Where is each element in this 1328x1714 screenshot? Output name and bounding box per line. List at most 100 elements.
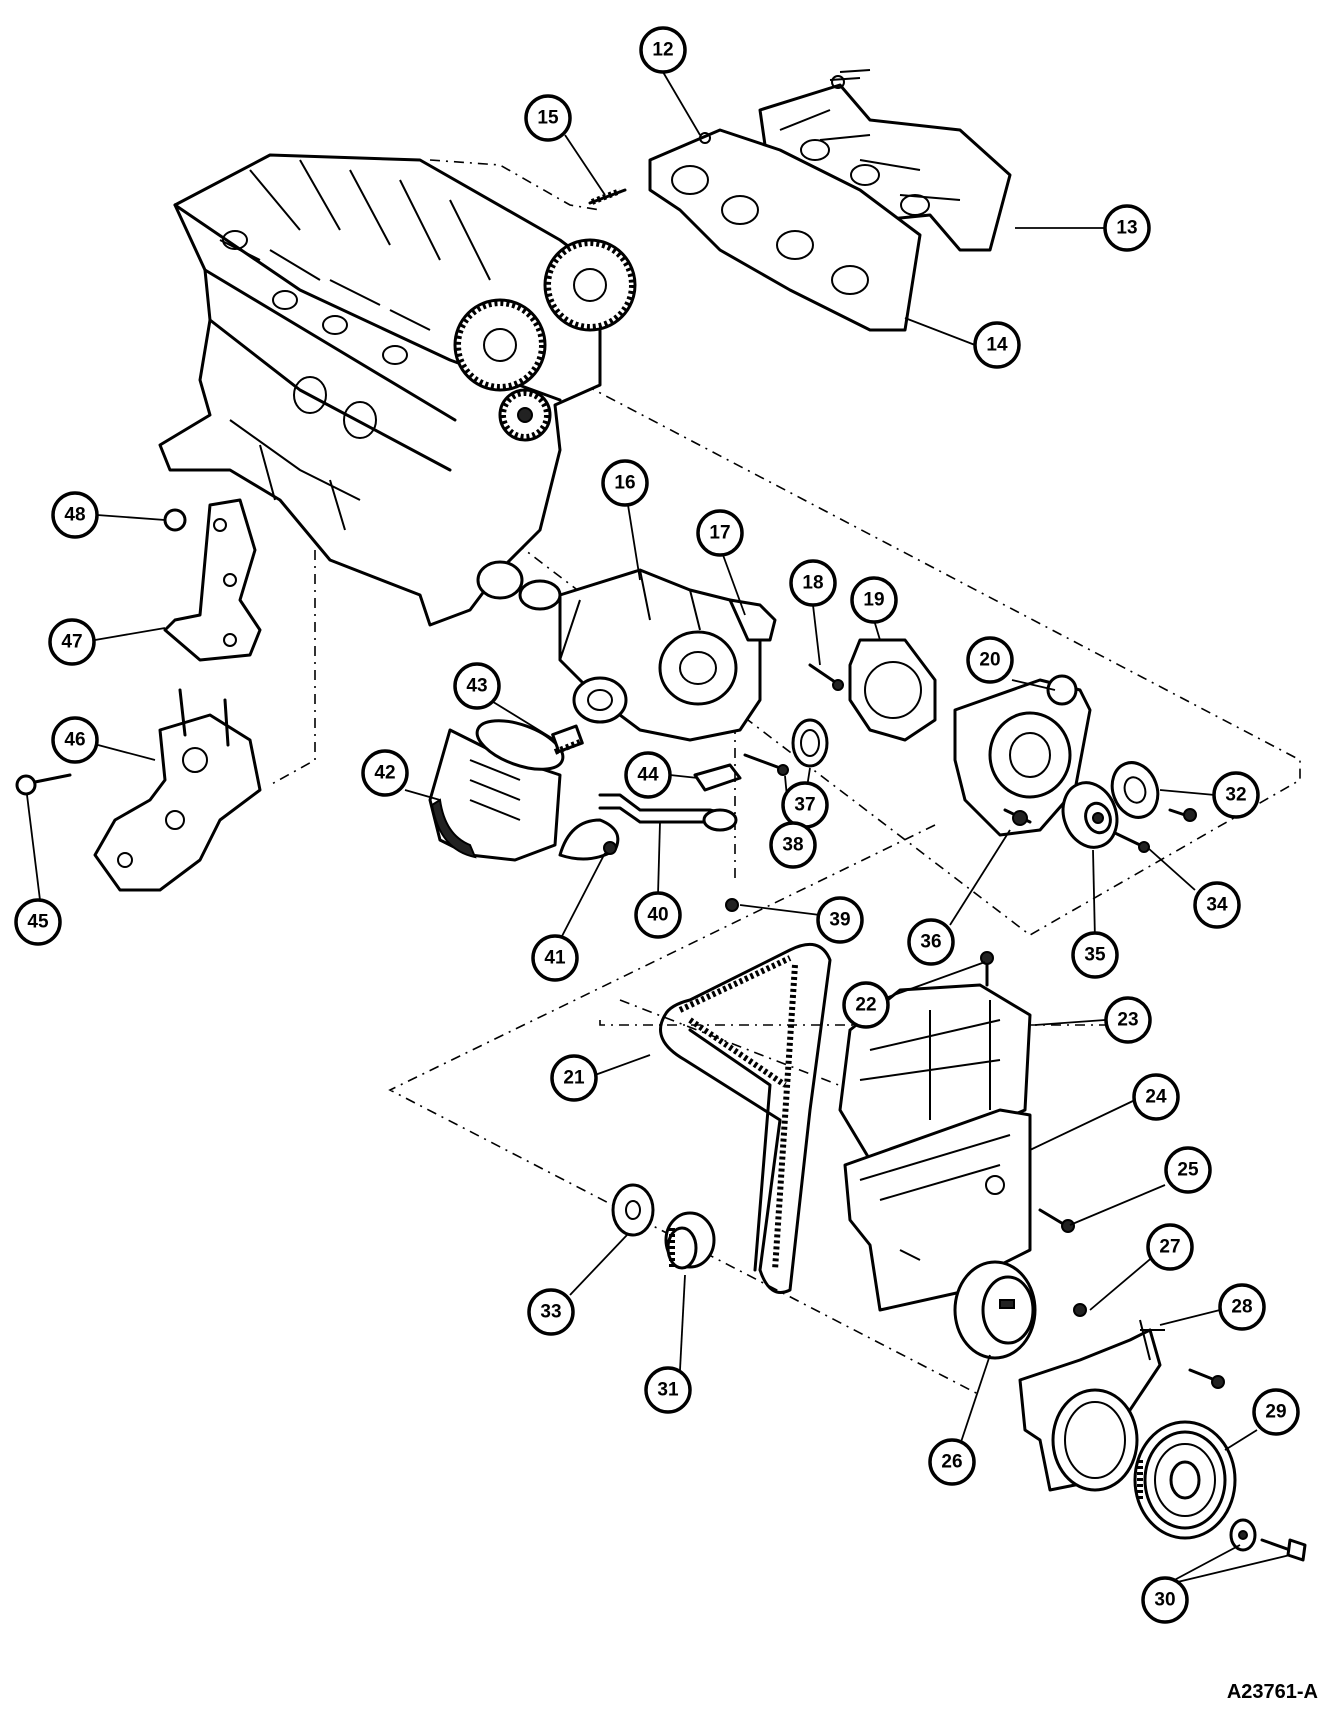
callout-40: 40 — [634, 891, 682, 939]
callout-label: 24 — [1145, 1087, 1167, 1108]
belt-guide-plate — [953, 1260, 1037, 1360]
pump-lower-bolt — [743, 753, 782, 770]
callout-label: 33 — [540, 1302, 561, 1323]
callout-18: 18 — [789, 559, 837, 607]
callout-label: 36 — [920, 932, 941, 953]
callout-label: 18 — [802, 573, 823, 594]
callout-30: 30 — [1141, 1576, 1189, 1624]
tensioner-bolt-head — [1138, 841, 1150, 853]
callout-label: 48 — [64, 505, 85, 526]
callout-label: 42 — [374, 763, 395, 784]
pump-bolt-head — [832, 679, 844, 691]
callout-label: 20 — [979, 650, 1000, 671]
callout-42: 42 — [361, 749, 409, 797]
crank-washer — [611, 1183, 655, 1237]
oil-filter-adapter — [551, 724, 584, 755]
mount-bolt — [28, 773, 72, 785]
idler-bolt-head — [1183, 808, 1197, 822]
callout-label: 17 — [709, 523, 730, 544]
water-pump — [953, 674, 1092, 837]
oil-filter — [428, 719, 565, 862]
callout-label: 23 — [1117, 1010, 1138, 1031]
callout-label: 41 — [544, 948, 566, 969]
pulley-bolt-and-washer — [1229, 1518, 1307, 1562]
callout-22: 22 — [842, 981, 890, 1029]
callout-label: 44 — [637, 765, 659, 786]
callout-27: 27 — [1146, 1223, 1194, 1271]
tensioner-pulley — [1061, 781, 1119, 849]
crank-seal-inner — [800, 729, 820, 757]
cover-bolt-22-head — [980, 951, 994, 965]
crankshaft-pulley — [1133, 1420, 1237, 1540]
callout-43: 43 — [453, 662, 501, 710]
cover-bolt-25 — [1038, 1208, 1067, 1227]
callout-label: 29 — [1265, 1402, 1286, 1423]
callout-label: 26 — [941, 1452, 962, 1473]
cylinder-head-and-block — [158, 153, 637, 627]
pickup-gasket — [693, 763, 742, 792]
callout-20: 20 — [966, 636, 1014, 684]
callout-46: 46 — [51, 716, 99, 764]
callout-label: 32 — [1225, 785, 1246, 806]
shield-bolt-head — [1211, 1375, 1225, 1389]
manifold-stud — [588, 188, 627, 205]
engine-mount-bracket — [93, 688, 262, 892]
callout-label: 21 — [563, 1068, 585, 1089]
callout-14: 14 — [973, 321, 1021, 369]
water-pump-gasket — [848, 638, 937, 742]
pickup-nut — [603, 841, 617, 855]
shield-bolt — [1188, 1368, 1217, 1382]
callout-34: 34 — [1193, 881, 1241, 929]
callout-label: 16 — [614, 473, 635, 494]
callout-26: 26 — [928, 1438, 976, 1486]
callout-label: 34 — [1206, 895, 1228, 916]
callout-label: 25 — [1177, 1160, 1199, 1181]
callout-44: 44 — [624, 751, 672, 799]
callout-label: 22 — [855, 995, 876, 1016]
pump-bolt — [808, 663, 837, 684]
figure-reference-code: A23761-A — [1227, 1681, 1318, 1703]
callout-19: 19 — [850, 576, 898, 624]
callout-label: 14 — [986, 335, 1008, 356]
callout-23: 23 — [1104, 996, 1152, 1044]
mount-plate — [163, 498, 262, 662]
callout-label: 45 — [27, 912, 49, 933]
callout-12: 12 — [639, 26, 687, 74]
callout-15: 15 — [524, 94, 572, 142]
callout-label: 35 — [1084, 945, 1106, 966]
callout-label: 38 — [782, 835, 803, 856]
callout-17: 17 — [696, 509, 744, 557]
callout-label: 15 — [537, 108, 559, 129]
callout-36: 36 — [907, 918, 955, 966]
callout-label: 47 — [61, 632, 82, 653]
callout-31: 31 — [644, 1366, 692, 1414]
callout-29: 29 — [1252, 1388, 1300, 1436]
callout-48: 48 — [51, 491, 99, 539]
callout-label: 12 — [652, 40, 673, 61]
callout-label: 19 — [863, 590, 884, 611]
tensioner-stud-head — [1012, 810, 1028, 826]
crank-sprocket — [664, 1211, 716, 1270]
manifold-stud-thread — [590, 188, 622, 205]
callout-label: 13 — [1116, 218, 1137, 239]
callout-13: 13 — [1103, 204, 1151, 252]
mount-bolt-head — [15, 774, 37, 796]
callout-35: 35 — [1071, 931, 1119, 979]
timing-belt — [659, 942, 832, 1294]
callout-21: 21 — [550, 1054, 598, 1102]
idler-pulley-32 — [1110, 761, 1160, 819]
manifold-gasket — [648, 128, 922, 332]
crank-seal — [791, 718, 829, 768]
callout-label: 46 — [64, 730, 85, 751]
callout-label: 30 — [1154, 1590, 1175, 1611]
tensioner-bolt — [1113, 831, 1142, 847]
callout-41: 41 — [531, 934, 579, 982]
callout-label: 40 — [647, 905, 668, 926]
callout-25: 25 — [1164, 1146, 1212, 1194]
pump-lower-bolt-head — [777, 764, 789, 776]
idler-bolt-32 — [1168, 808, 1187, 817]
callout-39: 39 — [816, 896, 864, 944]
callout-28: 28 — [1218, 1283, 1266, 1331]
callout-label: 37 — [794, 795, 815, 816]
